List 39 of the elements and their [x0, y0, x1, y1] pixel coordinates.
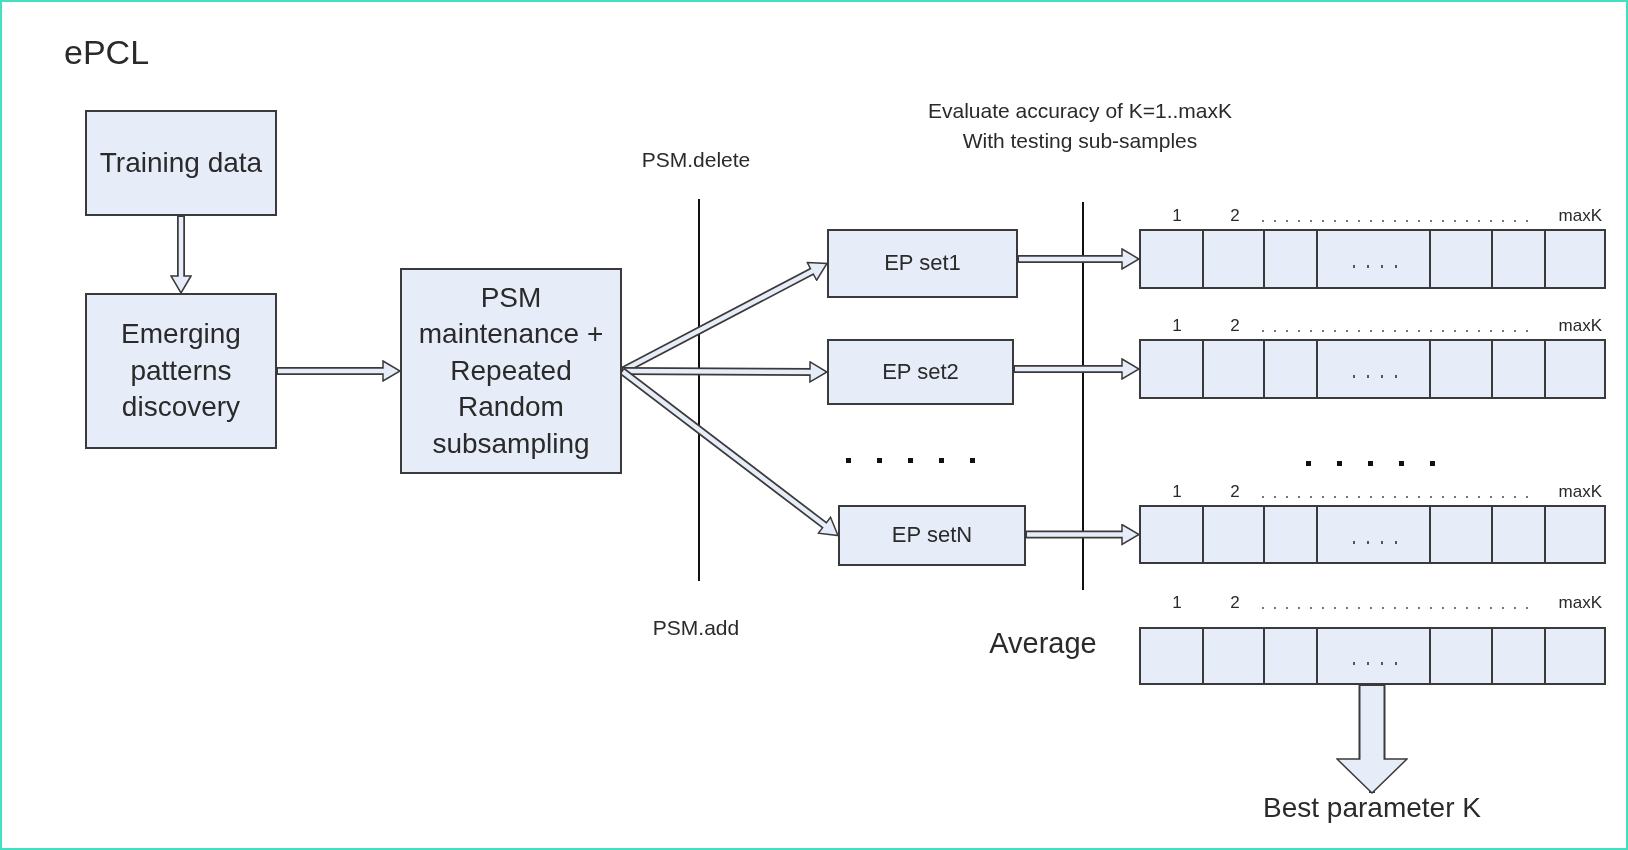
- process-box: [827, 339, 1014, 405]
- array-bar: [1139, 229, 1606, 289]
- index-label: 2: [1229, 205, 1241, 227]
- hollow-arrow: [1017, 248, 1140, 270]
- hollow-arrow: [276, 360, 401, 382]
- box-label: Training data: [98, 145, 264, 180]
- index-label: 1: [1171, 205, 1183, 227]
- process-box: [827, 229, 1018, 298]
- process-box: [85, 293, 277, 449]
- index-label: 1: [1171, 592, 1183, 614]
- diagram-title: ePCL: [64, 32, 150, 73]
- process-box: [838, 505, 1026, 566]
- box-label: EP set2: [881, 357, 960, 386]
- annotation-text: PSM.add: [651, 615, 741, 641]
- box-label: Emerging patterns discovery: [120, 317, 242, 425]
- index-label: 2: [1229, 481, 1241, 503]
- array-bar: [1139, 627, 1606, 685]
- box-label: EP set1: [883, 249, 962, 278]
- index-label: maxK: [1557, 481, 1602, 503]
- index-label: maxK: [1557, 205, 1602, 227]
- array-bar: [1139, 505, 1606, 564]
- index-label: 1: [1171, 315, 1183, 337]
- hollow-arrow: [1013, 358, 1140, 380]
- annotation-text: PSM.delete: [640, 147, 752, 173]
- box-label: PSM maintenance + Repeated Random subsampling: [417, 281, 605, 461]
- index-label: 2: [1229, 315, 1241, 337]
- index-label: maxK: [1557, 592, 1602, 614]
- index-label: 1: [1171, 481, 1183, 503]
- hollow-arrow: [170, 215, 192, 294]
- result-text: Best parameter K: [1252, 793, 1492, 823]
- array-bar: [1139, 339, 1606, 399]
- process-box: [400, 268, 622, 474]
- annotation-text: Evaluate accuracy of K=1..maxK With testing sub-samples: [926, 98, 1234, 155]
- index-label: maxK: [1557, 315, 1602, 337]
- process-box: [85, 110, 277, 216]
- hollow-arrow: [621, 361, 828, 383]
- index-label: 2: [1229, 592, 1241, 614]
- annotation-text: Average: [988, 626, 1098, 661]
- box-label: EP setN: [890, 521, 974, 550]
